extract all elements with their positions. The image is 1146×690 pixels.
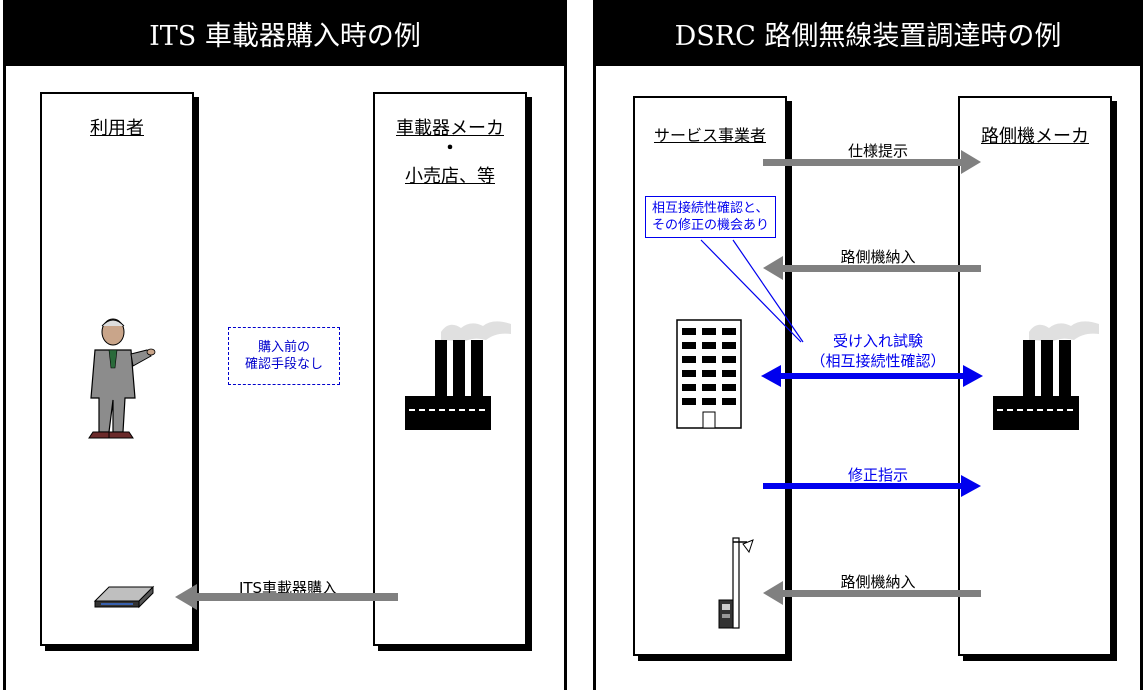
callout-pointer xyxy=(700,239,804,343)
delivery-arrow-2 xyxy=(763,581,981,605)
onboard-unit-icon xyxy=(93,585,155,609)
vendor-column-separator: ・ xyxy=(441,138,459,159)
no-verification-note-line2: 確認手段なし xyxy=(244,357,323,372)
delivery-arrow-label-2: 路側機納入 xyxy=(840,573,916,591)
acceptance-test-label-2: （相互接続性確認） xyxy=(810,352,946,370)
left-panel-graphics xyxy=(88,318,511,610)
right-panel: DSRC 路側無線装置調達時の例 サービス事業者 路側機メーカ 仕様提示 路側機… xyxy=(593,0,1143,690)
fix-instruction-arrow xyxy=(763,475,981,497)
delivery-arrow-label-1: 路側機納入 xyxy=(840,248,916,266)
right-panel-title: DSRC 路側無線装置調達時の例 xyxy=(593,0,1143,66)
factory-icon xyxy=(993,321,1099,430)
left-panel-title: ITS 車載器購入時の例 xyxy=(3,0,567,66)
acceptance-test-arrow xyxy=(761,365,983,387)
user-column-title: 利用者 xyxy=(90,118,144,139)
acceptance-test-label-1: 受け入れ試験 xyxy=(832,332,923,350)
factory-icon xyxy=(405,321,511,430)
roadside-unit-icon xyxy=(718,537,754,629)
delivery-arrow-1 xyxy=(763,256,981,280)
vendor-column-title-2: 小売店、等 xyxy=(405,166,495,187)
maker-column-title: 路側機メーカ xyxy=(981,126,1089,147)
spec-arrow-label: 仕様提示 xyxy=(847,142,908,160)
left-panel: ITS 車載器購入時の例 利用者 車載器メーカ ・ 小売店、等 購入前の 確認手… xyxy=(3,0,567,690)
left-panel-frame xyxy=(3,66,567,690)
interop-callout-line1: 相互接続性確認と、 xyxy=(652,201,769,216)
office-building-icon xyxy=(676,319,742,429)
right-panel-frame xyxy=(593,66,1143,690)
fix-instruction-label: 修正指示 xyxy=(847,466,908,484)
provider-column-title: サービス事業者 xyxy=(653,126,766,145)
businessman-icon xyxy=(88,318,156,439)
vendor-column: 車載器メーカ ・ 小売店、等 xyxy=(373,92,527,646)
no-verification-note: 購入前の 確認手段なし xyxy=(228,327,340,385)
vendor-column-title-1: 車載器メーカ xyxy=(396,118,504,139)
purchase-arrow xyxy=(175,584,398,610)
right-panel-graphics xyxy=(676,150,1099,629)
purchase-arrow-label: ITS車載器購入 xyxy=(238,579,338,597)
no-verification-note-line1: 購入前の xyxy=(257,340,310,355)
spec-arrow xyxy=(763,150,981,174)
user-column: 利用者 xyxy=(40,92,194,646)
interop-callout-line2: その修正の機会あり xyxy=(652,218,770,233)
interop-callout: 相互接続性確認と、 その修正の機会あり xyxy=(645,196,777,238)
